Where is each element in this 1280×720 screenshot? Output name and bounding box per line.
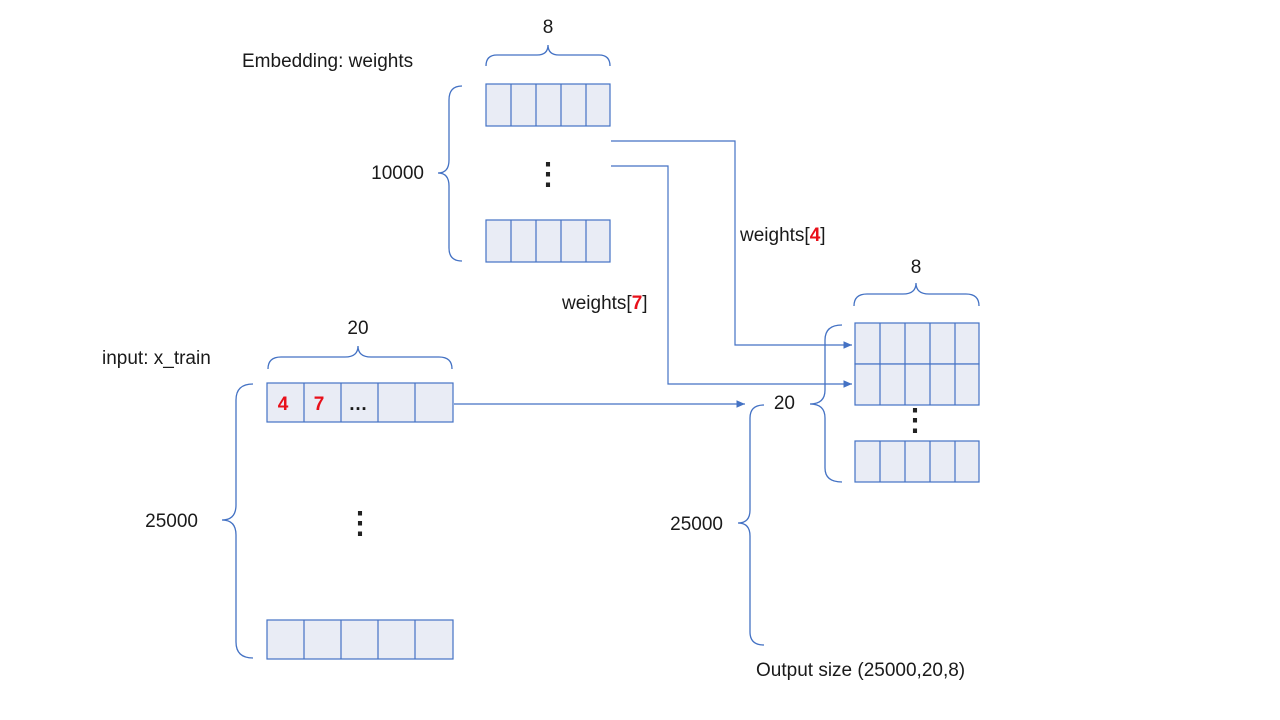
embedding-width-label: 8 xyxy=(543,17,554,38)
input-cell-4: 4 xyxy=(278,394,289,415)
label-weights-7: weights[7] xyxy=(561,293,648,314)
arrow-weights-4 xyxy=(611,140,852,349)
output-matrix: 8 ⋮ 20 25000 Output size (25000,2 xyxy=(670,257,980,681)
embedding-title: Embedding: weights xyxy=(242,51,413,72)
embedding-matrix: Embedding: weights 8 ⋮ 10000 xyxy=(242,17,611,263)
output-width-brace xyxy=(853,282,980,307)
output-inner-label: 20 xyxy=(774,393,795,414)
input-row-first: 4 7 … xyxy=(266,382,454,423)
input-cell-7: 7 xyxy=(314,394,325,415)
output-width-label: 8 xyxy=(911,257,922,278)
embedding-rows-brace xyxy=(437,85,463,262)
input-width-brace xyxy=(267,345,453,370)
label-weights-4: weights[4] xyxy=(739,225,826,246)
output-row-1 xyxy=(854,322,980,365)
output-rows-brace xyxy=(737,404,765,646)
input-row-last xyxy=(266,619,454,660)
embedding-row-first xyxy=(485,83,611,127)
embedding-ellipsis: ⋮ xyxy=(533,158,563,191)
output-rows-label: 25000 xyxy=(670,514,723,535)
input-ellipsis: ⋮ xyxy=(345,507,375,540)
input-matrix: input: x_train 20 4 7 … ⋮ 25000 xyxy=(102,318,454,660)
embedding-rows-label: 10000 xyxy=(371,163,424,184)
connectors xyxy=(454,140,852,408)
output-inner-brace xyxy=(809,324,843,483)
embedding-width-brace xyxy=(485,44,611,67)
input-width-label: 20 xyxy=(347,318,368,339)
input-rows-brace xyxy=(221,383,254,659)
input-title: input: x_train xyxy=(102,348,211,369)
output-row-last xyxy=(854,440,980,483)
input-rows-label: 25000 xyxy=(145,511,198,532)
embedding-row-last xyxy=(485,219,611,263)
input-cell-ellipsis: … xyxy=(349,394,368,415)
arrow-weights-7 xyxy=(611,165,852,388)
output-ellipsis: ⋮ xyxy=(900,404,930,437)
output-row-2 xyxy=(854,363,980,406)
output-size-label: Output size (25000,20,8) xyxy=(756,660,965,681)
